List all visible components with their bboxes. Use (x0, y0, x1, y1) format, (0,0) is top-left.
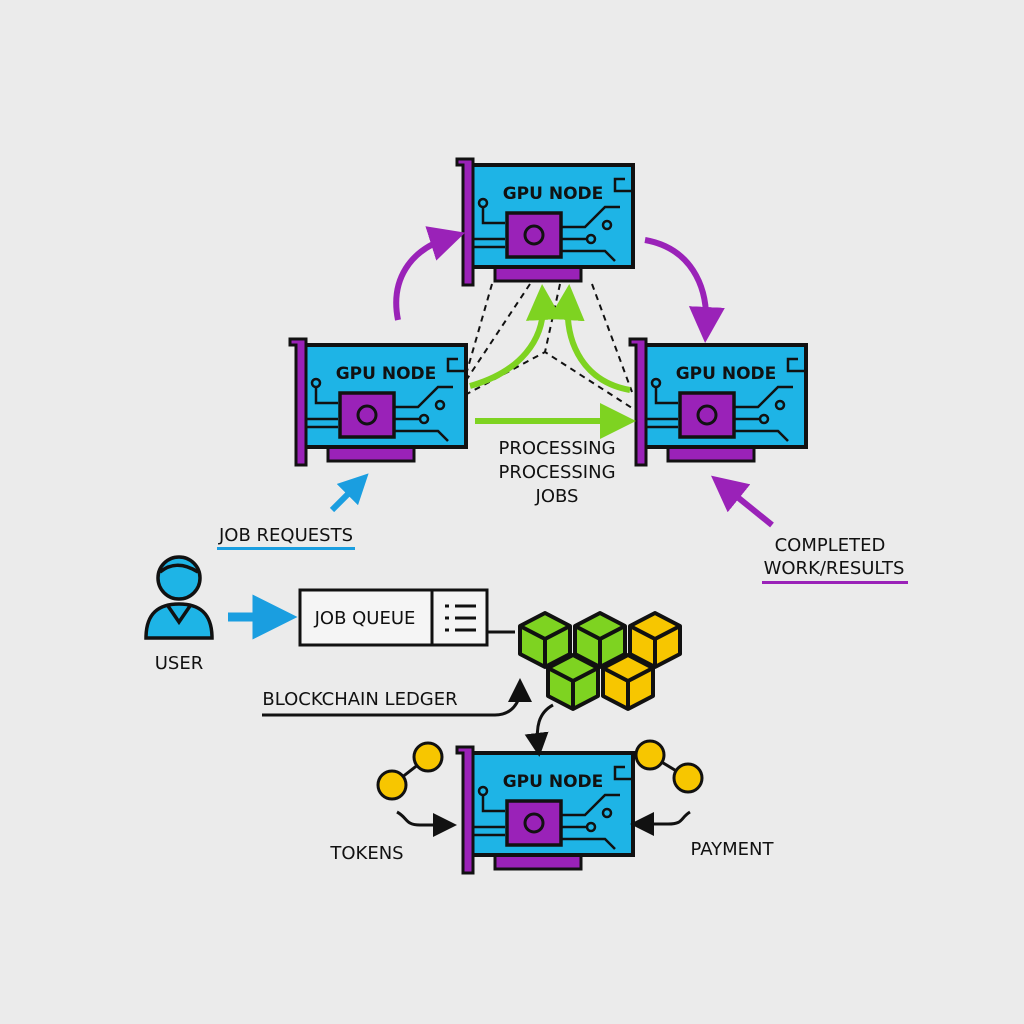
list-icon (445, 604, 476, 632)
gpu-card-icon (457, 159, 633, 285)
processing-label-3: JOBS (535, 486, 579, 507)
gpu-card-icon (290, 339, 466, 465)
payment-coins-icon (634, 739, 704, 794)
green-arrow-right-to-top (548, 284, 631, 393)
tokens-arrow (396, 810, 457, 837)
payment-label: PAYMENT (691, 839, 775, 860)
processing-label-1: PROCESSING (498, 438, 615, 459)
processing-label-2: PROCESSING (498, 462, 615, 483)
gpu-node-label: GPU NODE (503, 184, 604, 204)
gpu-node-right: GPU NODE (630, 339, 806, 465)
payment-arrow (630, 810, 691, 836)
blockchain-cubes-icon (520, 613, 680, 709)
token-coins-icon (376, 741, 444, 801)
ledger-to-node-arrow (524, 703, 554, 757)
purple-arrow-left-to-top (393, 226, 466, 321)
gpu-node-left: GPU NODE (290, 339, 466, 465)
green-arrow-left-to-top (469, 284, 562, 389)
user-label: USER (155, 653, 203, 674)
completed-label-1: COMPLETED (775, 535, 886, 556)
gpu-node-bottom: GPU NODE (457, 747, 633, 873)
user-icon (144, 555, 214, 640)
blue-arrow-job-requests (329, 473, 369, 513)
tokens-label: TOKENS (329, 843, 403, 864)
completed-label-2: WORK/RESULTS (764, 558, 905, 579)
ledger-arrow (262, 678, 532, 717)
gpu-node-label: GPU NODE (336, 364, 437, 384)
gpu-card-icon (457, 747, 633, 873)
gpu-node-top: GPU NODE (457, 159, 633, 285)
job-queue-box: JOB QUEUE (298, 588, 515, 647)
gpu-node-label: GPU NODE (503, 772, 604, 792)
gpu-card-icon (630, 339, 806, 465)
blockchain-ledger-label: BLOCKCHAIN LEDGER (262, 689, 457, 710)
purple-arrow-completed (711, 475, 774, 528)
job-queue-label: JOB QUEUE (314, 608, 416, 629)
gpu-node-label: GPU NODE (676, 364, 777, 384)
network-links (464, 283, 633, 409)
completed-underline (762, 581, 908, 584)
purple-arrow-top-to-right (644, 237, 725, 343)
job-requests-label: JOB REQUESTS (218, 525, 353, 546)
job-requests-underline (217, 547, 355, 550)
